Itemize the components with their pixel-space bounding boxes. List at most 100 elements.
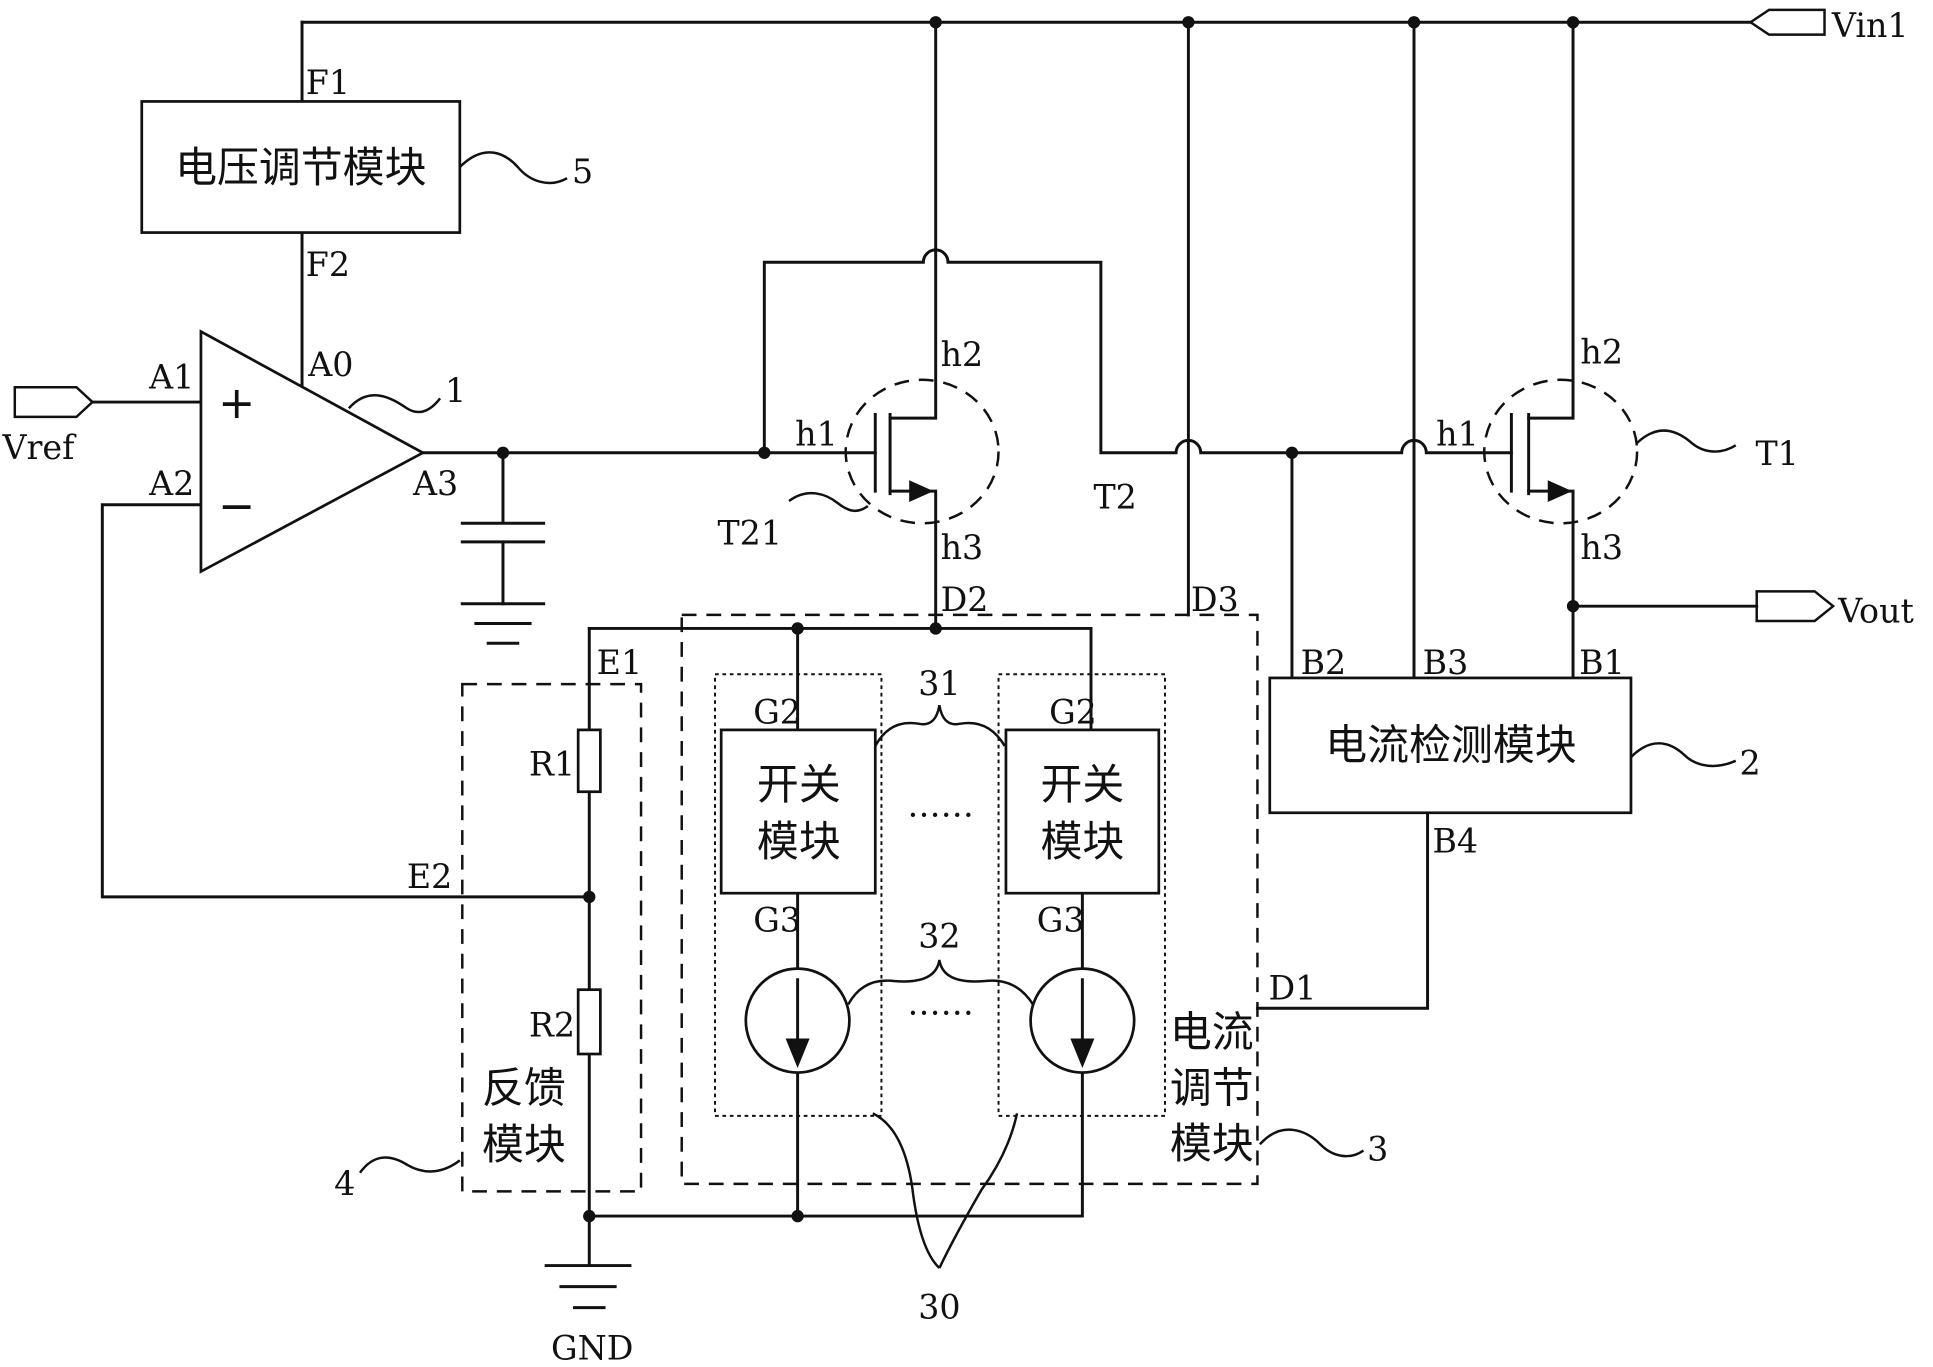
terminal-vref: Vref xyxy=(1,385,95,467)
ref-4: 4 xyxy=(334,1164,355,1203)
pin-d3: D3 xyxy=(1191,580,1239,619)
voltage-regulation-label: 电压调节模块 xyxy=(175,143,426,192)
terminal-vin1-arrow xyxy=(1748,8,1826,36)
switch-label-line-2: 模块 xyxy=(1040,817,1124,866)
junction-dot xyxy=(1566,599,1580,613)
terminal-vin1-label: Vin1 xyxy=(1831,6,1909,45)
regulation-unit-right: 开关 模块 G2 G3 xyxy=(997,673,1166,1117)
junctions xyxy=(496,16,1580,1223)
wire-t21-drain xyxy=(888,20,938,420)
junction-dot xyxy=(929,622,942,635)
wire-a2-feedback xyxy=(100,503,591,899)
brace-30 xyxy=(872,1112,1019,1269)
junction-dot xyxy=(583,1209,596,1223)
resistor-r2-label: R2 xyxy=(529,1006,575,1045)
transistor-t21: h2 h1 h3 T21 xyxy=(717,335,1000,567)
pin-g3: G3 xyxy=(1037,900,1085,939)
switch-module-box xyxy=(719,728,877,895)
pin-a3: A3 xyxy=(412,464,458,503)
t1-pin-h1: h1 xyxy=(1436,414,1479,453)
wire-top-bus xyxy=(587,626,1093,732)
voltage-regulation-module: 电压调节模块 F1 F2 5 xyxy=(140,63,593,284)
resistor-r1-label: R1 xyxy=(529,745,575,784)
pin-a2: A2 xyxy=(148,464,194,503)
op-amp: + − A0 A1 A2 A3 1 xyxy=(148,329,466,574)
switch-label-line-1: 开关 xyxy=(1040,760,1124,809)
current-detection-box xyxy=(1268,676,1633,815)
capacitor-symbol xyxy=(460,451,546,606)
feedback-module: E1 E2 R1 R2 反馈 模块 4 xyxy=(334,643,643,1203)
pin-b1: B1 xyxy=(1579,643,1625,682)
feedback-label-line-2: 模块 xyxy=(482,1120,566,1169)
ref-3: 3 xyxy=(1367,1129,1388,1168)
ref-t1: T1 xyxy=(1755,434,1798,473)
t1-pin-h2: h2 xyxy=(1580,333,1623,372)
ref-leader-t21 xyxy=(788,491,869,513)
junction-dot xyxy=(929,16,942,29)
switch-module-box xyxy=(1004,728,1161,895)
brace-32 xyxy=(847,959,1035,1006)
ref-t21: T21 xyxy=(717,513,782,552)
terminal-vref-arrow xyxy=(13,385,95,419)
ref-t2: T2 xyxy=(1093,477,1136,516)
op-amp-triangle xyxy=(199,329,426,574)
wire-bottom-bus xyxy=(587,1071,1084,1218)
op-amp-minus-sign: − xyxy=(218,481,255,532)
t1-source-arrow xyxy=(1547,480,1573,502)
wire-t1-source-to-b1 xyxy=(1527,489,1575,680)
pin-d1: D1 xyxy=(1269,969,1317,1008)
junction-dot xyxy=(583,890,596,904)
ref-leader-4 xyxy=(358,1156,461,1174)
pin-b2: B2 xyxy=(1301,643,1347,682)
pin-e2: E2 xyxy=(407,857,452,896)
capacitor xyxy=(460,451,546,645)
capacitor-ground-symbol xyxy=(460,602,546,645)
current-source-arrow-head xyxy=(1070,1038,1095,1069)
feedback-module-outline xyxy=(461,682,643,1193)
feedback-label-line-1: 反馈 xyxy=(482,1063,566,1112)
ref-5: 5 xyxy=(572,152,593,191)
ref-leader-t1 xyxy=(1636,429,1737,453)
regulation-unit-left: 开关 模块 G2 G3 xyxy=(714,673,883,1117)
ref-30: 30 xyxy=(918,1288,960,1327)
t21-pin-h2: h2 xyxy=(941,335,984,374)
switch-label-line-2: 模块 xyxy=(757,817,841,866)
wire-d1-to-b4 xyxy=(1255,811,1430,1010)
ref-2: 2 xyxy=(1739,743,1760,782)
current-regulation-label-line-2: 调节 xyxy=(1170,1063,1254,1112)
transistor-t1: h2 h1 h3 T1 xyxy=(1436,333,1799,568)
pin-a1: A1 xyxy=(148,357,194,396)
resistor-r1 xyxy=(576,728,602,794)
t1-outline xyxy=(1483,378,1639,525)
regulation-unit-outline xyxy=(714,673,883,1117)
ref-31: 31 xyxy=(918,664,960,703)
pin-b3: B3 xyxy=(1423,643,1469,682)
junction-dot xyxy=(1566,16,1580,29)
terminal-vout-arrow xyxy=(1755,590,1836,623)
current-source-arrow-head xyxy=(785,1038,810,1069)
t21-source-arrow xyxy=(909,480,934,502)
current-regulation-outline xyxy=(680,613,1259,1186)
terminal-vref-label: Vref xyxy=(1,428,77,467)
ground-symbol xyxy=(544,1264,632,1310)
junction-dot xyxy=(1407,16,1421,29)
ground-gnd: GND xyxy=(544,1264,633,1367)
junction-dot xyxy=(758,446,771,459)
pin-g2: G2 xyxy=(753,693,801,732)
current-regulation-module: D2 D3 D1 电流 调节 模块 3 开关 模块 G2 G3 开关 模块 G2… xyxy=(680,580,1388,1186)
terminal-vin1: Vin1 xyxy=(1748,6,1909,45)
current-regulation-label-line-1: 电流 xyxy=(1170,1008,1254,1057)
ellipsis-switches: …… xyxy=(907,785,974,824)
t21-pin-h3: h3 xyxy=(941,528,984,567)
junction-dot xyxy=(1182,16,1195,29)
ground-label: GND xyxy=(551,1329,633,1367)
current-detection-module: 电流检测模块 B2 B3 B1 B4 2 xyxy=(1268,643,1761,860)
ref-leader-5 xyxy=(458,151,568,185)
pin-a0: A0 xyxy=(307,345,353,384)
voltage-regulation-box xyxy=(140,100,462,234)
op-amp-plus-sign: + xyxy=(218,378,255,429)
wire-t21-source-to-d2 xyxy=(888,489,938,630)
ref-1: 1 xyxy=(445,371,466,410)
pin-b4: B4 xyxy=(1432,821,1478,860)
